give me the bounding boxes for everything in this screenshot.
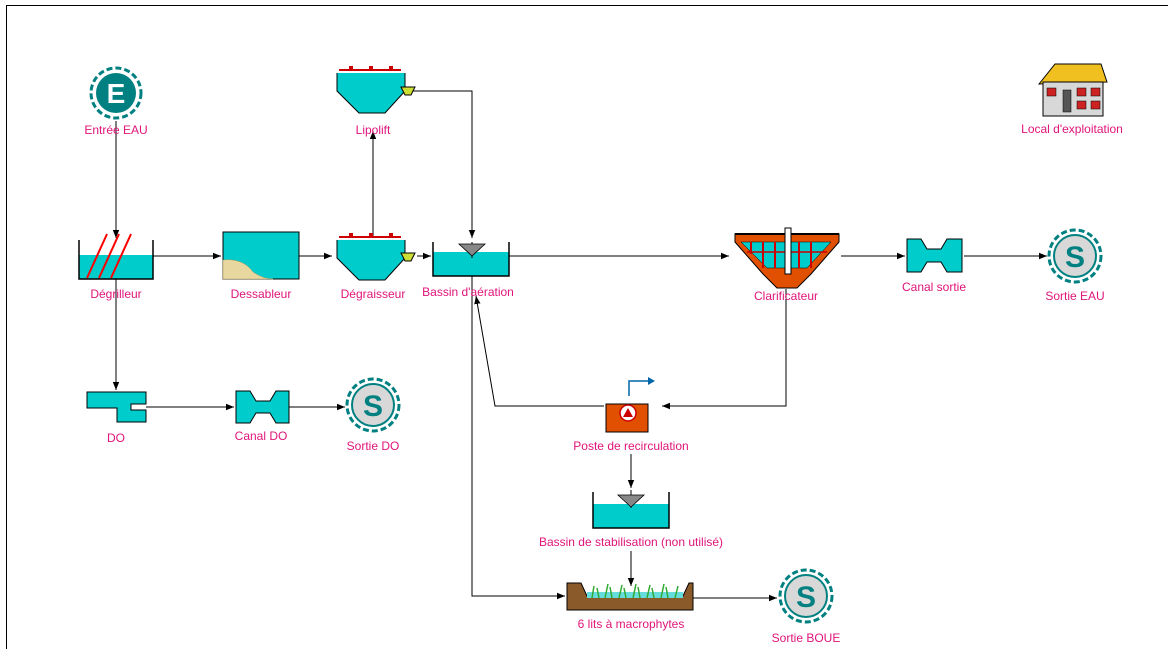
pump-station-icon — [605, 377, 655, 433]
label-canal-sortie: Canal sortie — [902, 280, 966, 294]
label-dessableur: Dessableur — [231, 287, 292, 301]
node-bassin-aeration[interactable]: Bassin d'aération — [422, 242, 514, 299]
node-degrilleur[interactable]: Dégrilleur — [78, 233, 154, 301]
label-bassin-stabilisation: Bassin de stabilisation (non utilisé) — [539, 535, 723, 549]
aeration-tank-icon — [432, 242, 510, 277]
label-do: DO — [107, 431, 125, 445]
lipolift-tank-icon — [336, 66, 416, 114]
overflow-channel-icon — [86, 391, 147, 423]
clarifier-icon — [734, 227, 840, 289]
house-icon — [1037, 63, 1108, 117]
exit-glyph: S — [363, 390, 383, 423]
label-canal-do: Canal DO — [235, 429, 288, 443]
node-lits-macrophytes[interactable]: 6 lits à macrophytes — [566, 582, 694, 631]
exit-circle-icon: S — [1047, 228, 1103, 284]
exit-circle-icon: S — [778, 568, 834, 624]
node-bassin-stabilisation[interactable]: Bassin de stabilisation (non utilisé) — [539, 490, 723, 549]
node-sortie-eau[interactable]: S Sortie EAU — [1045, 228, 1105, 303]
label-entree-eau: Entrée EAU — [84, 123, 147, 137]
exit-circle-icon: S — [345, 377, 401, 433]
reed-bed-icon — [566, 582, 694, 611]
grease-tank-icon — [336, 233, 416, 281]
entry-circle-icon: E — [89, 66, 143, 120]
node-local-exploitation[interactable]: Local d'exploitation — [1021, 63, 1123, 136]
node-poste-recirculation[interactable]: Poste de recirculation — [573, 377, 689, 453]
node-lipolift[interactable]: Lipolift — [336, 66, 416, 137]
label-local-exploitation: Local d'exploitation — [1021, 122, 1123, 136]
grit-tank-icon — [222, 231, 300, 280]
channel-icon — [906, 238, 963, 273]
node-canal-do[interactable]: Canal DO — [235, 390, 290, 443]
label-poste-recirculation: Poste de recirculation — [573, 439, 688, 453]
node-sortie-do[interactable]: S Sortie DO — [345, 377, 401, 453]
label-lits-macrophytes: 6 lits à macrophytes — [578, 617, 685, 631]
entry-glyph: E — [107, 78, 126, 109]
edge-lipolift-bassin — [413, 90, 476, 238]
label-degraisseur: Dégraisseur — [341, 287, 406, 301]
node-clarificateur[interactable]: Clarificateur — [734, 227, 840, 303]
node-canal-sortie[interactable]: Canal sortie — [902, 238, 966, 294]
node-entree-eau[interactable]: E Entrée EAU — [84, 66, 148, 137]
node-do[interactable]: DO — [86, 391, 147, 445]
node-sortie-boue[interactable]: S Sortie BOUE — [772, 568, 841, 645]
exit-glyph: S — [796, 581, 816, 614]
label-sortie-eau: Sortie EAU — [1045, 289, 1104, 303]
node-dessableur[interactable]: Dessableur — [222, 231, 300, 301]
edge-clarificateur-poste — [662, 289, 787, 410]
label-lipolift: Lipolift — [356, 123, 391, 137]
label-sortie-do: Sortie DO — [347, 439, 400, 453]
screen-tank-icon — [78, 233, 154, 280]
exit-glyph: S — [1065, 241, 1085, 274]
channel-icon — [235, 390, 290, 424]
stabilisation-tank-icon — [592, 490, 670, 529]
node-degraisseur[interactable]: Dégraisseur — [336, 233, 416, 301]
process-diagram-canvas: E Entrée EAU Lipolift Local d'exploitati… — [6, 5, 1168, 649]
edge-poste-bassin — [474, 295, 604, 407]
edge-bassin-lits — [471, 276, 565, 600]
connections — [112, 90, 1047, 602]
label-bassin-aeration: Bassin d'aération — [422, 285, 514, 299]
label-clarificateur: Clarificateur — [754, 289, 818, 303]
process-diagram: E Entrée EAU Lipolift Local d'exploitati… — [78, 63, 1123, 645]
label-degrilleur: Dégrilleur — [90, 287, 141, 301]
label-sortie-boue: Sortie BOUE — [772, 631, 841, 645]
